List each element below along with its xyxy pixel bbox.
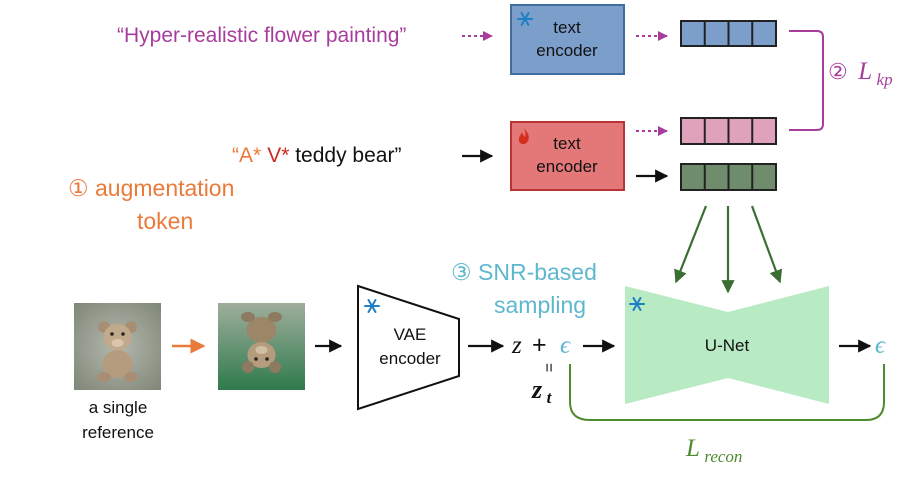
frozen-encoder-label-line1: text (553, 18, 581, 37)
latent-z: z (511, 332, 522, 359)
kp-loss-label: ② L kp (828, 58, 893, 89)
trainable-encoder-label-line1: text (553, 134, 581, 153)
reference-caption-line1: a single (89, 398, 148, 417)
recon-loss-bracket (569, 364, 885, 421)
recon-loss-label: L recon (685, 435, 742, 466)
subject-prompt-rest: teddy bear” (289, 144, 401, 167)
unet-label: U-Net (705, 336, 750, 355)
noisy-latent-zt: z t (531, 375, 553, 407)
subject-quote-open: “ (232, 144, 239, 167)
trainable-text-encoder: text encoder (510, 121, 625, 191)
latent-equals: = (540, 363, 557, 372)
condition-arrow-left (674, 205, 708, 284)
kp-loss-subscript: kp (877, 70, 893, 89)
frozen-text-encoder: text encoder (510, 4, 625, 75)
frozen-encoder-label-line2: encoder (536, 41, 598, 60)
styled-subject-embedding (680, 117, 777, 145)
fire-icon (518, 128, 529, 144)
style-embedding (680, 20, 777, 47)
snowflake-icon (517, 12, 533, 26)
snowflake-icon (629, 297, 645, 311)
recon-loss-subscript: recon (704, 447, 742, 466)
condition-arrow-right (750, 205, 783, 284)
reference-caption-line2: reference (82, 423, 154, 442)
augmented-image (218, 303, 305, 390)
latent-noise-epsilon: ϵ (560, 332, 571, 359)
subject-embedding (680, 163, 777, 191)
snr-callout-line2: sampling (494, 292, 586, 318)
teddy-bear-illustration (97, 321, 138, 382)
flipped-teddy-bear-illustration (241, 312, 282, 373)
latent-plus: + (532, 331, 547, 359)
reference-image (74, 303, 161, 390)
kp-loss-number: ② (828, 59, 848, 84)
vae-label-line2: encoder (379, 349, 441, 368)
kp-loss-symbol: L (857, 58, 872, 85)
snr-callout-line1: ③ SNR-based (451, 259, 597, 285)
subject-prompt-text: “A* V* teddy bear” (232, 144, 401, 167)
augmentation-token-a: A* (239, 144, 261, 167)
identifier-token-v: V* (267, 144, 289, 167)
vae-encoder: VAE encoder (357, 284, 460, 411)
augmentation-callout-line2: token (137, 208, 193, 234)
snowflake-icon (364, 299, 380, 313)
augmentation-callout-line1: ① augmentation (68, 175, 234, 201)
zt-symbol: z (531, 375, 543, 404)
predicted-noise-epsilon: ϵ (875, 332, 886, 359)
trainable-encoder-label-line2: encoder (536, 157, 598, 176)
unet: U-Net (625, 286, 829, 404)
style-prompt-text: “Hyper-realistic flower painting” (117, 24, 406, 47)
vae-label-line1: VAE (394, 325, 427, 344)
kp-loss-bracket (789, 30, 824, 131)
zt-subscript: t (547, 388, 553, 407)
recon-loss-symbol: L (685, 435, 700, 462)
